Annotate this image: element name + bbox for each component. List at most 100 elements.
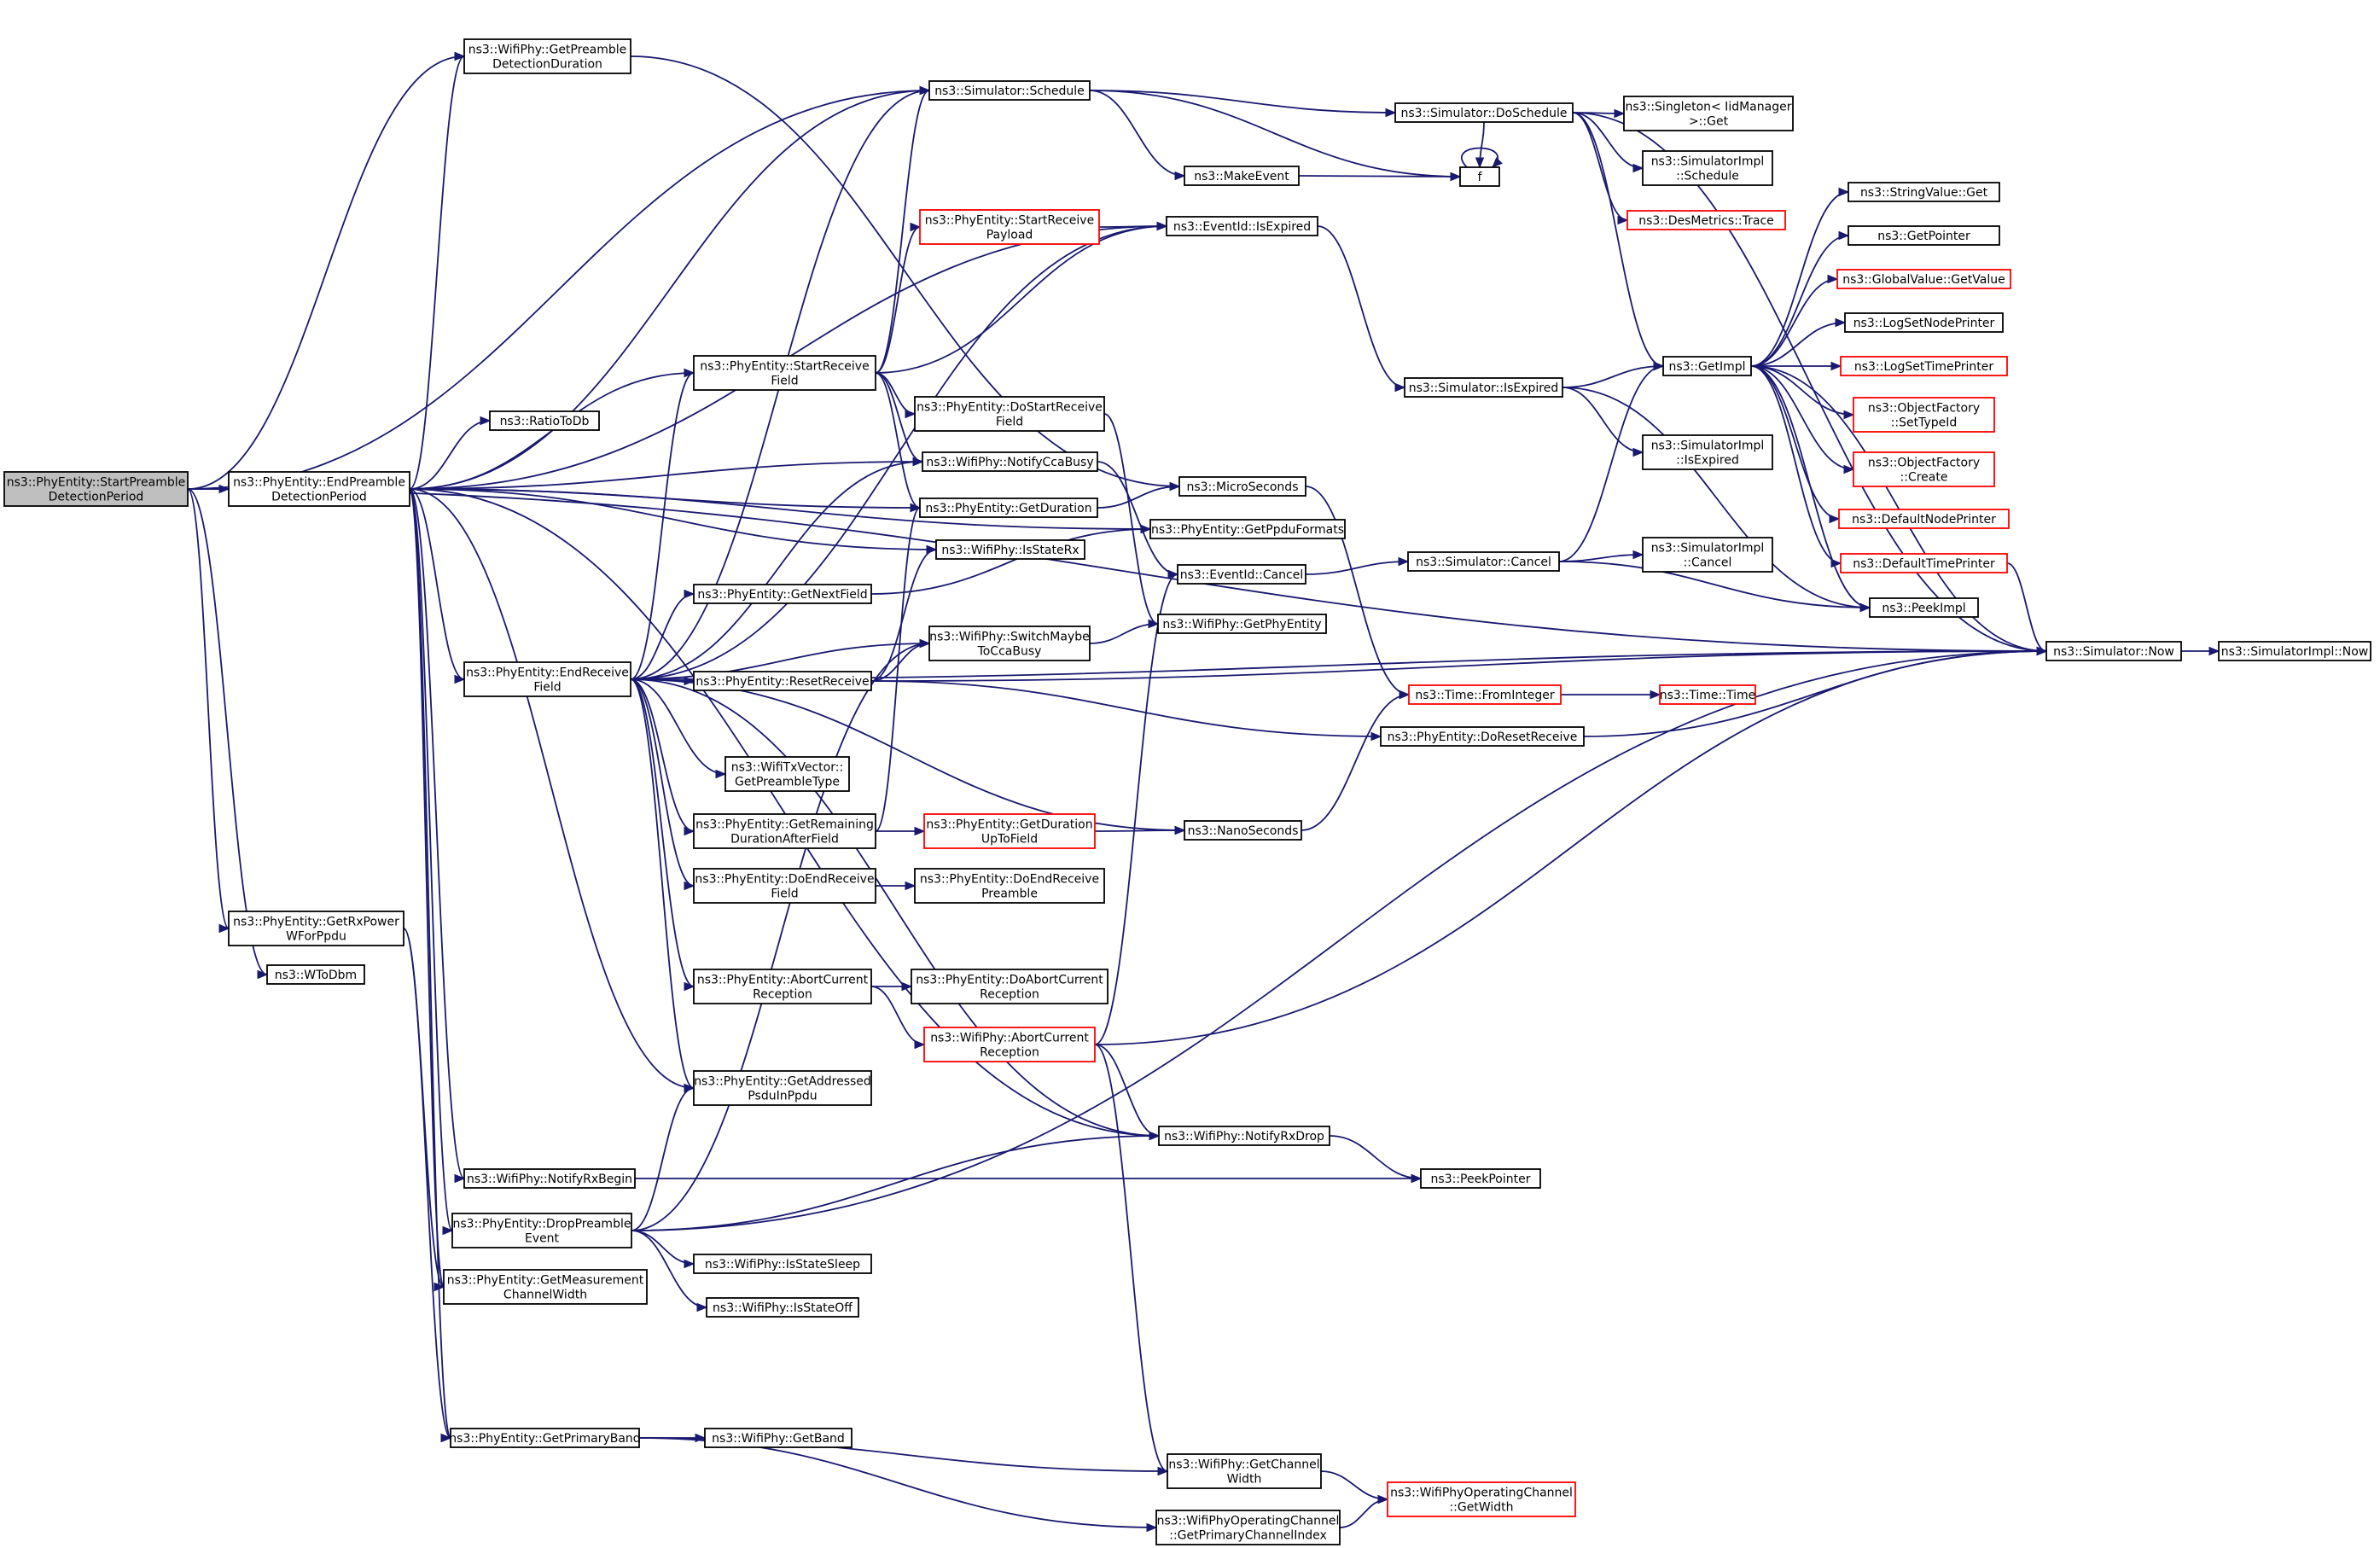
- node-n32[interactable]: ns3::WifiPhy::GetBand: [704, 1428, 852, 1448]
- node-n44[interactable]: f: [1459, 166, 1500, 187]
- node-n37[interactable]: ns3::EventId::Cancel: [1177, 564, 1306, 585]
- edge-line: [870, 643, 930, 682]
- node-n39[interactable]: ns3::NanoSeconds: [1184, 820, 1302, 841]
- node-n6[interactable]: ns3::RatioToDb: [489, 410, 600, 431]
- node-box: [724, 756, 850, 792]
- node-n23[interactable]: ns3::PhyEntity::GetDuration: [919, 498, 1098, 518]
- node-n48[interactable]: ns3::PhyEntity::DoResetReceive: [1380, 726, 1585, 747]
- node-box: [1853, 451, 1995, 487]
- node-label: ns3::Time::Time: [1660, 689, 1755, 702]
- edge-arrowhead: [1394, 382, 1406, 393]
- node-n51[interactable]: ns3::Singleton< IidManager >::Get: [1623, 96, 1794, 131]
- node-label: ns3::SimulatorImpl: [1651, 155, 1765, 169]
- node-n60[interactable]: ns3::GlobalValue::GetValue: [1836, 269, 2011, 289]
- edge-line: [630, 678, 695, 1089]
- node-n46[interactable]: ns3::Simulator::Cancel: [1407, 551, 1560, 572]
- node-n4[interactable]: ns3::WToDbm: [266, 964, 365, 985]
- node-n61[interactable]: ns3::LogSetNodePrinter: [1844, 312, 2004, 333]
- node-n50[interactable]: ns3::WifiPhyOperatingChannel::GetWidth: [1387, 1481, 1576, 1517]
- node-n58[interactable]: ns3::StringValue::Get: [1848, 182, 2000, 202]
- node-n33[interactable]: ns3::MakeEvent: [1184, 166, 1300, 186]
- node-n22[interactable]: ns3::WifiPhy::NotifyCcaBusy: [922, 451, 1098, 472]
- edge-line: [409, 420, 491, 490]
- edge-arrowhead: [1838, 230, 1850, 241]
- node-n52[interactable]: ns3::SimulatorImpl::Schedule: [1642, 150, 1773, 186]
- node-n57[interactable]: ns3::Time::Time: [1659, 684, 1756, 705]
- node-n68[interactable]: ns3::Simulator::Now: [2045, 641, 2182, 661]
- node-n9[interactable]: ns3::PhyEntity::GetNextField: [693, 584, 872, 604]
- node-n1[interactable]: ns3::PhyEntity::EndPreambleDetectionPeri…: [228, 471, 410, 507]
- node-n38[interactable]: ns3::WifiPhy::GetPhyEntity: [1157, 614, 1327, 634]
- node-n35[interactable]: ns3::MicroSeconds: [1178, 476, 1306, 497]
- node-label: ns3::PhyEntity::EndReceive: [466, 666, 629, 680]
- edge-line: [1301, 694, 1410, 831]
- edge-line: [1562, 387, 1871, 608]
- node-n63[interactable]: ns3::ObjectFactory::SetTypeId: [1853, 397, 1995, 433]
- edge-line: [1572, 112, 2047, 652]
- node-n19[interactable]: ns3::PhyEntity::GetPrimaryBand: [449, 1428, 641, 1448]
- node-n54[interactable]: ns3::GetImpl: [1662, 356, 1752, 376]
- node-n12[interactable]: ns3::PhyEntity::GetRemainingDurationAfte…: [693, 813, 876, 849]
- node-n34[interactable]: ns3::EventId::IsExpired: [1166, 216, 1318, 236]
- node-n40[interactable]: ns3::WifiPhy::NotifyRxDrop: [1158, 1126, 1330, 1146]
- node-label: ns3::WToDbm: [275, 969, 357, 982]
- node-n36[interactable]: ns3::PhyEntity::GetPpduFormats: [1149, 519, 1346, 539]
- node-n30[interactable]: ns3::WifiPhy::IsStateSleep: [693, 1254, 872, 1274]
- node-n24[interactable]: ns3::WifiPhy::IsStateRx: [935, 539, 1085, 560]
- edges-layer: [187, 51, 2220, 1533]
- node-n65[interactable]: ns3::DefaultNodePrinter: [1838, 509, 2010, 529]
- node-n53[interactable]: ns3::DesMetrics::Trace: [1626, 210, 1786, 230]
- node-label: ns3::PhyEntity::DoAbortCurrent: [916, 974, 1103, 987]
- node-n2[interactable]: ns3::WifiPhy::GetPreambleDetectionDurati…: [463, 38, 631, 74]
- edge-n45-to-n54: [1562, 361, 1665, 388]
- edge-n10-to-n48: [870, 680, 1382, 742]
- node-n42[interactable]: ns3::WifiPhyOperatingChannel::GetPrimary…: [1155, 1510, 1341, 1545]
- node-n69[interactable]: ns3::SimulatorImpl::Now: [2218, 641, 2371, 661]
- edge-n3-to-n18: [403, 928, 445, 1292]
- node-n59[interactable]: ns3::GetPointer: [1848, 225, 2000, 246]
- node-label: ns3::PhyEntity::GetRxPower: [233, 916, 399, 929]
- node-n55[interactable]: ns3::SimulatorImpl::IsExpired: [1642, 434, 1773, 470]
- node-n67[interactable]: ns3::PeekImpl: [1869, 597, 1979, 618]
- node-n5[interactable]: ns3::Simulator::Schedule: [928, 80, 1091, 101]
- node-n56[interactable]: ns3::SimulatorImpl::Cancel: [1642, 537, 1773, 573]
- node-n66[interactable]: ns3::DefaultTimePrinter: [1840, 553, 2008, 573]
- node-n43[interactable]: ns3::Simulator::DoSchedule: [1394, 102, 1574, 123]
- node-n64[interactable]: ns3::ObjectFactory::Create: [1853, 451, 1995, 487]
- node-n31[interactable]: ns3::WifiPhy::IsStateOff: [706, 1297, 859, 1318]
- node-label: ns3::Simulator::DoSchedule: [1401, 107, 1568, 120]
- edge-line: [1329, 1135, 1422, 1179]
- edge-n54-to-n65: [1750, 365, 1841, 524]
- node-n10[interactable]: ns3::PhyEntity::ResetReceive: [693, 671, 872, 691]
- node-n16[interactable]: ns3::WifiPhy::NotifyRxBegin: [463, 1168, 636, 1189]
- edge-n29-to-n68: [1094, 646, 2048, 1045]
- node-n0[interactable]: ns3::PhyEntity::StartPreambleDetectionPe…: [3, 471, 189, 507]
- edge-n25-to-n38: [1089, 619, 1160, 644]
- node-n62[interactable]: ns3::LogSetTimePrinter: [1840, 356, 2008, 376]
- edge-arrowhead: [919, 638, 931, 649]
- node-label: ::Schedule: [1676, 170, 1739, 183]
- node-n47[interactable]: ns3::Time::FromInteger: [1408, 684, 1562, 705]
- edge-arrowhead: [684, 826, 695, 836]
- node-box: [928, 80, 1091, 101]
- edge-arrowhead: [1827, 274, 1839, 284]
- node-n45[interactable]: ns3::Simulator::IsExpired: [1404, 377, 1563, 398]
- node-n11[interactable]: ns3::WifiTxVector::GetPreambleType: [724, 756, 850, 792]
- node-n49[interactable]: ns3::PeekPointer: [1420, 1168, 1541, 1189]
- node-n18[interactable]: ns3::PhyEntity::GetMeasurementChannelWid…: [443, 1269, 648, 1305]
